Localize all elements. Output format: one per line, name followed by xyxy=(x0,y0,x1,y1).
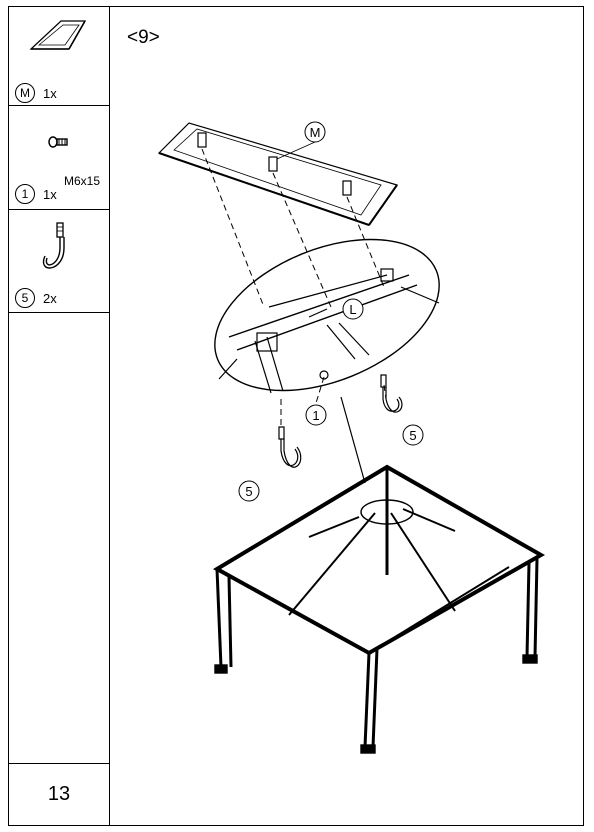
callout-l: L xyxy=(349,302,356,317)
detail-view xyxy=(214,238,440,484)
part-label-m: M 1x xyxy=(15,83,57,103)
page-number: 13 xyxy=(9,763,109,825)
part-id-1: 1 xyxy=(15,184,35,204)
assembly-drawing: M L 1 5 5 xyxy=(157,121,546,754)
roof-cap-icon xyxy=(29,20,87,50)
callout-1: 1 xyxy=(312,408,319,423)
part-cell-1: M6x15 1 1x xyxy=(9,106,109,210)
part-label-5: 5 2x xyxy=(15,288,57,308)
step-label: <9> xyxy=(127,27,160,48)
part-qty-m: 1x xyxy=(43,85,57,101)
gazebo-frame xyxy=(212,464,546,754)
part-cell-5: 5 2x xyxy=(9,210,109,313)
bolt-icon xyxy=(48,136,68,148)
roof-cap-drawing xyxy=(157,122,398,226)
callout-5-b: 5 xyxy=(245,484,252,499)
instruction-page: M 1x M6x15 1 1x xyxy=(8,6,584,826)
part-id-5: 5 xyxy=(15,288,35,308)
parts-sidebar: M 1x M6x15 1 1x xyxy=(9,7,110,825)
part-spec-1: M6x15 xyxy=(64,174,101,188)
part-cell-m: M 1x xyxy=(9,7,109,106)
part-qty-5: 2x xyxy=(43,290,57,306)
guide-lines xyxy=(201,148,387,427)
callout-m: M xyxy=(310,125,321,140)
callouts: M L 1 5 5 xyxy=(238,121,424,502)
hook-drawing-a xyxy=(380,374,403,413)
hook-icon xyxy=(42,222,65,269)
part-label-1: 1 1x xyxy=(15,184,57,204)
hook-drawing-b xyxy=(278,426,302,468)
part-qty-1: 1x xyxy=(43,186,57,202)
callout-5-a: 5 xyxy=(409,428,416,443)
part-id-m: M xyxy=(15,83,35,103)
